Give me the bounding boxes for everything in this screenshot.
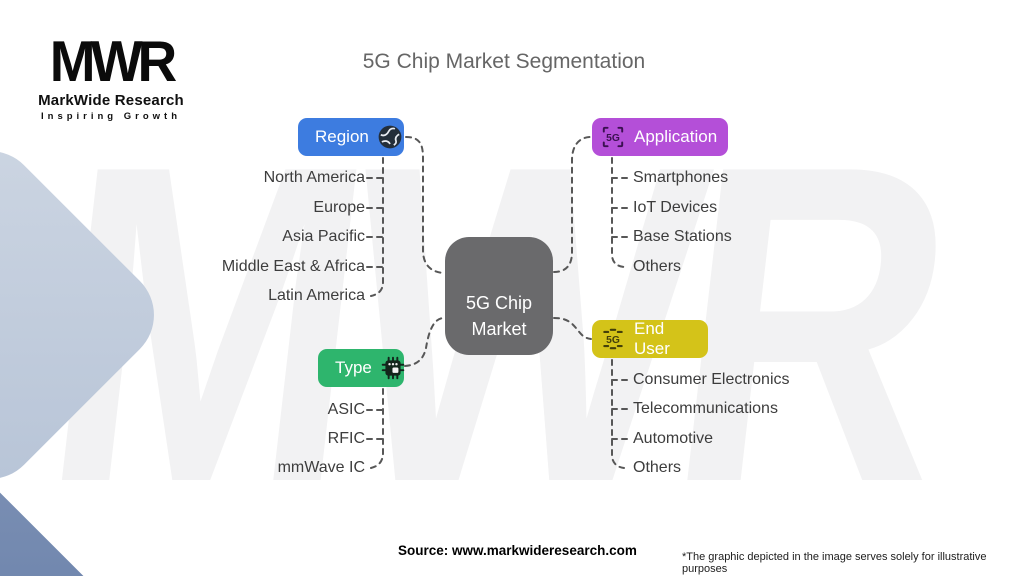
region-item: Middle East & Africa	[221, 258, 365, 275]
application-label: Application	[634, 127, 718, 146]
application-item: IoT Devices	[633, 199, 718, 216]
type-item: ASIC	[327, 401, 365, 418]
application-item: Smartphones	[633, 169, 729, 186]
type-item: mmWave IC	[277, 459, 365, 476]
application-item: Others	[633, 258, 682, 275]
end-user-item: Consumer Electronics	[633, 371, 790, 388]
logo: MWR MarkWide Research Inspiring Growth	[28, 28, 194, 122]
node-region: Region	[298, 118, 404, 156]
disclaimer-text: *The graphic depicted in the image serve…	[682, 551, 987, 575]
chip-icon	[380, 355, 406, 381]
logo-name: MarkWide Research	[38, 92, 184, 109]
5g-signal-icon: 5G	[600, 326, 626, 352]
logo-mark: MWR	[49, 28, 177, 94]
node-application: 5G Application	[592, 118, 728, 156]
svg-text:5G: 5G	[606, 133, 620, 144]
node-type: Type	[318, 349, 406, 387]
5g-scan-icon: 5G	[600, 124, 626, 150]
type-item: RFIC	[327, 430, 365, 447]
center-node: 5G Chip Market	[445, 237, 553, 355]
source-text: Source: www.markwideresearch.com	[398, 543, 637, 558]
node-end-user: 5G End User	[592, 319, 708, 358]
region-item: Asia Pacific	[282, 228, 365, 245]
globe-icon	[377, 124, 403, 150]
end-user-item: Telecommunications	[633, 400, 778, 417]
end-user-label: End User	[634, 319, 670, 358]
page-title: 5G Chip Market Segmentation	[362, 50, 646, 73]
region-item: Latin America	[268, 287, 365, 304]
region-item: Europe	[313, 199, 365, 216]
logo-tagline: Inspiring Growth	[41, 111, 181, 122]
region-label: Region	[315, 127, 369, 146]
center-node-label: 5G Chip Market	[465, 292, 533, 339]
type-label: Type	[335, 358, 372, 377]
application-item: Base Stations	[633, 228, 732, 245]
end-user-item: Automotive	[633, 430, 714, 447]
region-item: North America	[263, 169, 365, 186]
end-user-item: Others	[633, 459, 682, 476]
svg-text:5G: 5G	[606, 335, 620, 346]
